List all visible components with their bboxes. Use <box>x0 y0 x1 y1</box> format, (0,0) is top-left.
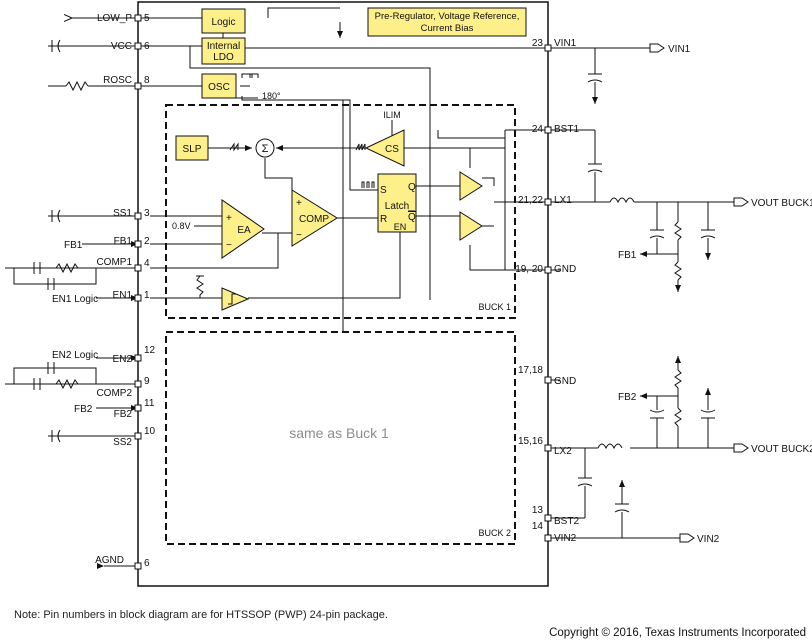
pre-regulator-label-line2: Current Bias <box>421 23 474 34</box>
pin-gnd1-label: GND <box>554 264 576 275</box>
pin-en2-label: EN2 <box>113 354 133 365</box>
pre-regulator-block <box>367 7 527 37</box>
ext-fb1-right-label: FB1 <box>618 250 637 261</box>
pin-ss1-label: SS1 <box>113 208 132 219</box>
pin-lx2-num: 15,16 <box>518 436 543 447</box>
ext-vin1-label: VIN1 <box>668 44 691 55</box>
pin-comp2-label: COMP2 <box>96 388 132 399</box>
ldo-label-line2: LDO <box>213 52 234 63</box>
copyright: Copyright © 2016, Texas Instruments Inco… <box>549 627 806 639</box>
pin-agnd-num: 6 <box>144 558 150 569</box>
pin-ss2-label: SS2 <box>113 437 132 448</box>
ext-vout-buck1-label: VOUT BUCK1 <box>751 198 812 209</box>
pin-comp1-num: 4 <box>144 258 150 269</box>
pin-bst1-label: BST1 <box>554 124 579 135</box>
cs-label: CS <box>385 144 399 155</box>
pin-fb1-num: 2 <box>144 236 150 247</box>
ext-vin2-label: VIN2 <box>697 534 720 545</box>
comp-comparator <box>291 189 338 247</box>
ea-amplifier <box>221 199 265 259</box>
slp-block <box>175 135 209 161</box>
buck1-label: BUCK 1 <box>478 302 511 312</box>
cs-amplifier <box>364 129 405 167</box>
pin-comp1-label: COMP1 <box>96 257 132 268</box>
ea-plus-label: + <box>226 213 232 224</box>
comp-plus-label: + <box>296 198 302 209</box>
pin-vin1-num: 23 <box>532 38 544 49</box>
buck2-box <box>165 331 516 545</box>
ext-vout-buck2-label: VOUT BUCK2 <box>751 444 812 455</box>
pin-lx1-num: 21,22 <box>518 195 543 206</box>
phase-label: 180° <box>262 91 281 101</box>
latch-q-label: Q <box>408 182 416 193</box>
footnote: Note: Pin numbers in block diagram are f… <box>14 609 388 621</box>
latch-en-label: EN <box>394 222 407 232</box>
latch-qbar-label: Q <box>408 212 416 223</box>
ext-en1-logic-label: EN1 Logic <box>52 294 98 305</box>
pin-ss2-num: 10 <box>144 426 156 437</box>
pin-gnd1-num: 19, 20 <box>515 264 543 275</box>
pin-low-p-num: 5 <box>144 13 150 24</box>
latch-label: Latch <box>385 201 409 212</box>
latch-r-label: R <box>380 214 387 225</box>
sigma-label: Σ <box>262 143 269 155</box>
comp-label: COMP <box>299 214 329 225</box>
logic-block <box>201 8 246 34</box>
pin-fb1-label: FB1 <box>114 236 133 247</box>
pin-vin2-label: VIN2 <box>554 533 577 544</box>
pin-agnd-label: AGND <box>95 555 124 566</box>
ilim-label: ILIM <box>383 110 401 120</box>
ext-en2-logic-label: EN2 Logic <box>52 350 98 361</box>
pin-en1-num: 1 <box>144 290 150 301</box>
buck2-label: BUCK 2 <box>478 528 511 538</box>
pre-regulator-label-line1: Pre-Regulator, Voltage Reference, <box>375 11 520 22</box>
pin-ss1-num: 3 <box>144 208 150 219</box>
pin-gnd2-label: GND <box>554 376 576 387</box>
pin-en1-label: EN1 <box>113 290 133 301</box>
ext-fb1-label: FB1 <box>64 240 83 251</box>
logic-label: Logic <box>212 17 236 28</box>
pin-comp2-num: 9 <box>144 376 150 387</box>
pin-vcc-label: VCC <box>111 41 132 52</box>
ext-fb2-label: FB2 <box>74 404 93 415</box>
pin-lx2-label: LX2 <box>554 446 572 457</box>
pin-bst2-label: BST2 <box>554 516 579 527</box>
same-as-buck1-text: same as Buck 1 <box>289 425 389 441</box>
comp-minus-label: − <box>296 230 302 241</box>
pin-bst2-num: 13 <box>532 505 544 516</box>
pin-vin2-num: 14 <box>532 521 544 532</box>
ea-label: EA <box>237 225 251 236</box>
ldo-label-line1: Internal <box>207 41 240 52</box>
pin-en2-num: 12 <box>144 345 156 356</box>
osc-block <box>201 73 237 99</box>
osc-label: OSC <box>208 82 230 93</box>
latch-s-label: S <box>380 185 387 196</box>
pin-lx1-label: LX1 <box>554 195 572 206</box>
ext-fb2-right-label: FB2 <box>618 392 637 403</box>
pin-rosc-num: 8 <box>144 75 150 86</box>
pin-low-p-label: LOW_P <box>97 13 132 24</box>
ic-outline <box>137 1 549 587</box>
pin-vcc-num: 6 <box>144 41 150 52</box>
buck1-box <box>165 104 516 319</box>
low-side-driver <box>459 211 483 241</box>
en-buffer <box>221 287 250 311</box>
ldo-block <box>201 37 246 65</box>
pin-fb2-num: 11 <box>144 398 155 409</box>
slp-label: SLP <box>183 144 202 155</box>
ea-minus-label: − <box>226 240 232 251</box>
ref-label: 0.8V <box>172 221 191 231</box>
high-side-driver <box>459 171 483 201</box>
pin-vin1-label: VIN1 <box>554 38 577 49</box>
pin-fb2-label: FB2 <box>114 409 133 420</box>
pin-gnd2-num: 17,18 <box>518 365 543 376</box>
pin-rosc-label: ROSC <box>103 75 132 86</box>
latch-block <box>377 173 417 233</box>
pin-bst1-num: 24 <box>532 124 544 135</box>
